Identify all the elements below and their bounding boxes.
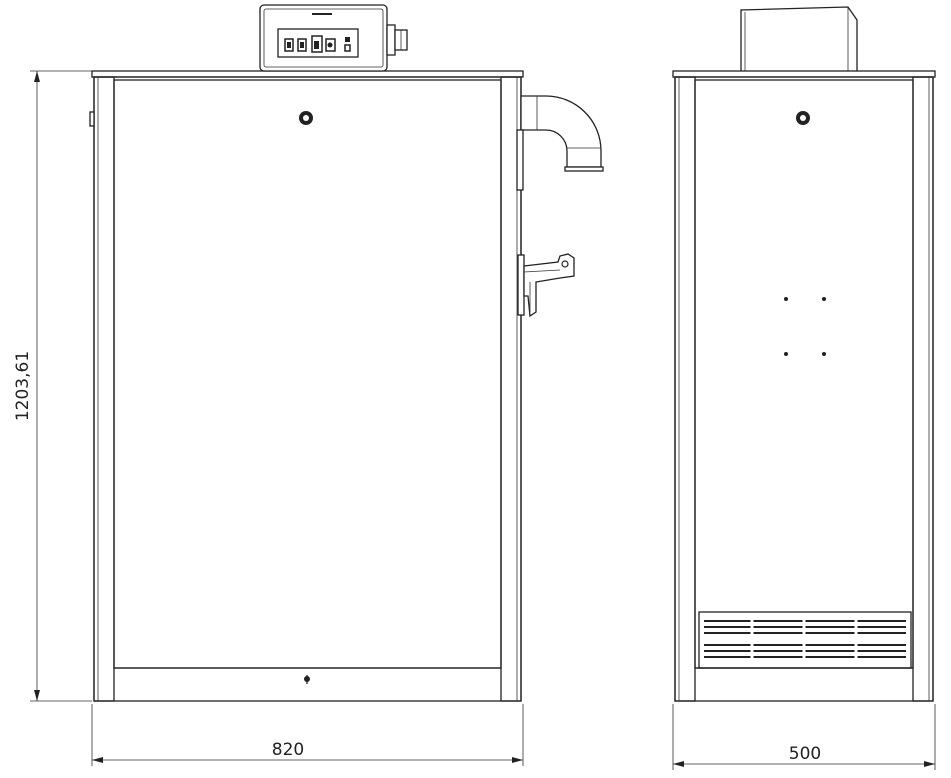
side-width-dimension: 500 (672, 704, 936, 770)
front-door-lock (299, 111, 313, 125)
front-view (89, 4, 604, 702)
side-top-plate (672, 70, 936, 78)
front-door-panel (113, 79, 502, 669)
side-lock (796, 111, 810, 125)
mounting-holes (784, 297, 826, 356)
control-panel (259, 4, 408, 72)
front-bottom-screw (304, 675, 310, 684)
front-top-plate (91, 70, 524, 78)
front-body (93, 76, 522, 702)
front-width-dimension: 820 (91, 704, 524, 766)
height-dimension-label: 1203,61 (13, 351, 33, 421)
side-panel (694, 79, 914, 669)
front-width-label: 820 (272, 740, 304, 760)
side-valve-bracket (517, 253, 575, 318)
side-width-label: 500 (789, 744, 821, 764)
side-body (674, 76, 934, 702)
flue-pipe-elbow (516, 95, 604, 191)
ventilation-grille (698, 611, 912, 669)
side-control-hood (740, 6, 858, 71)
front-left-column (93, 76, 115, 702)
side-view (672, 6, 936, 702)
height-dimension: 1203,61 (13, 70, 92, 702)
